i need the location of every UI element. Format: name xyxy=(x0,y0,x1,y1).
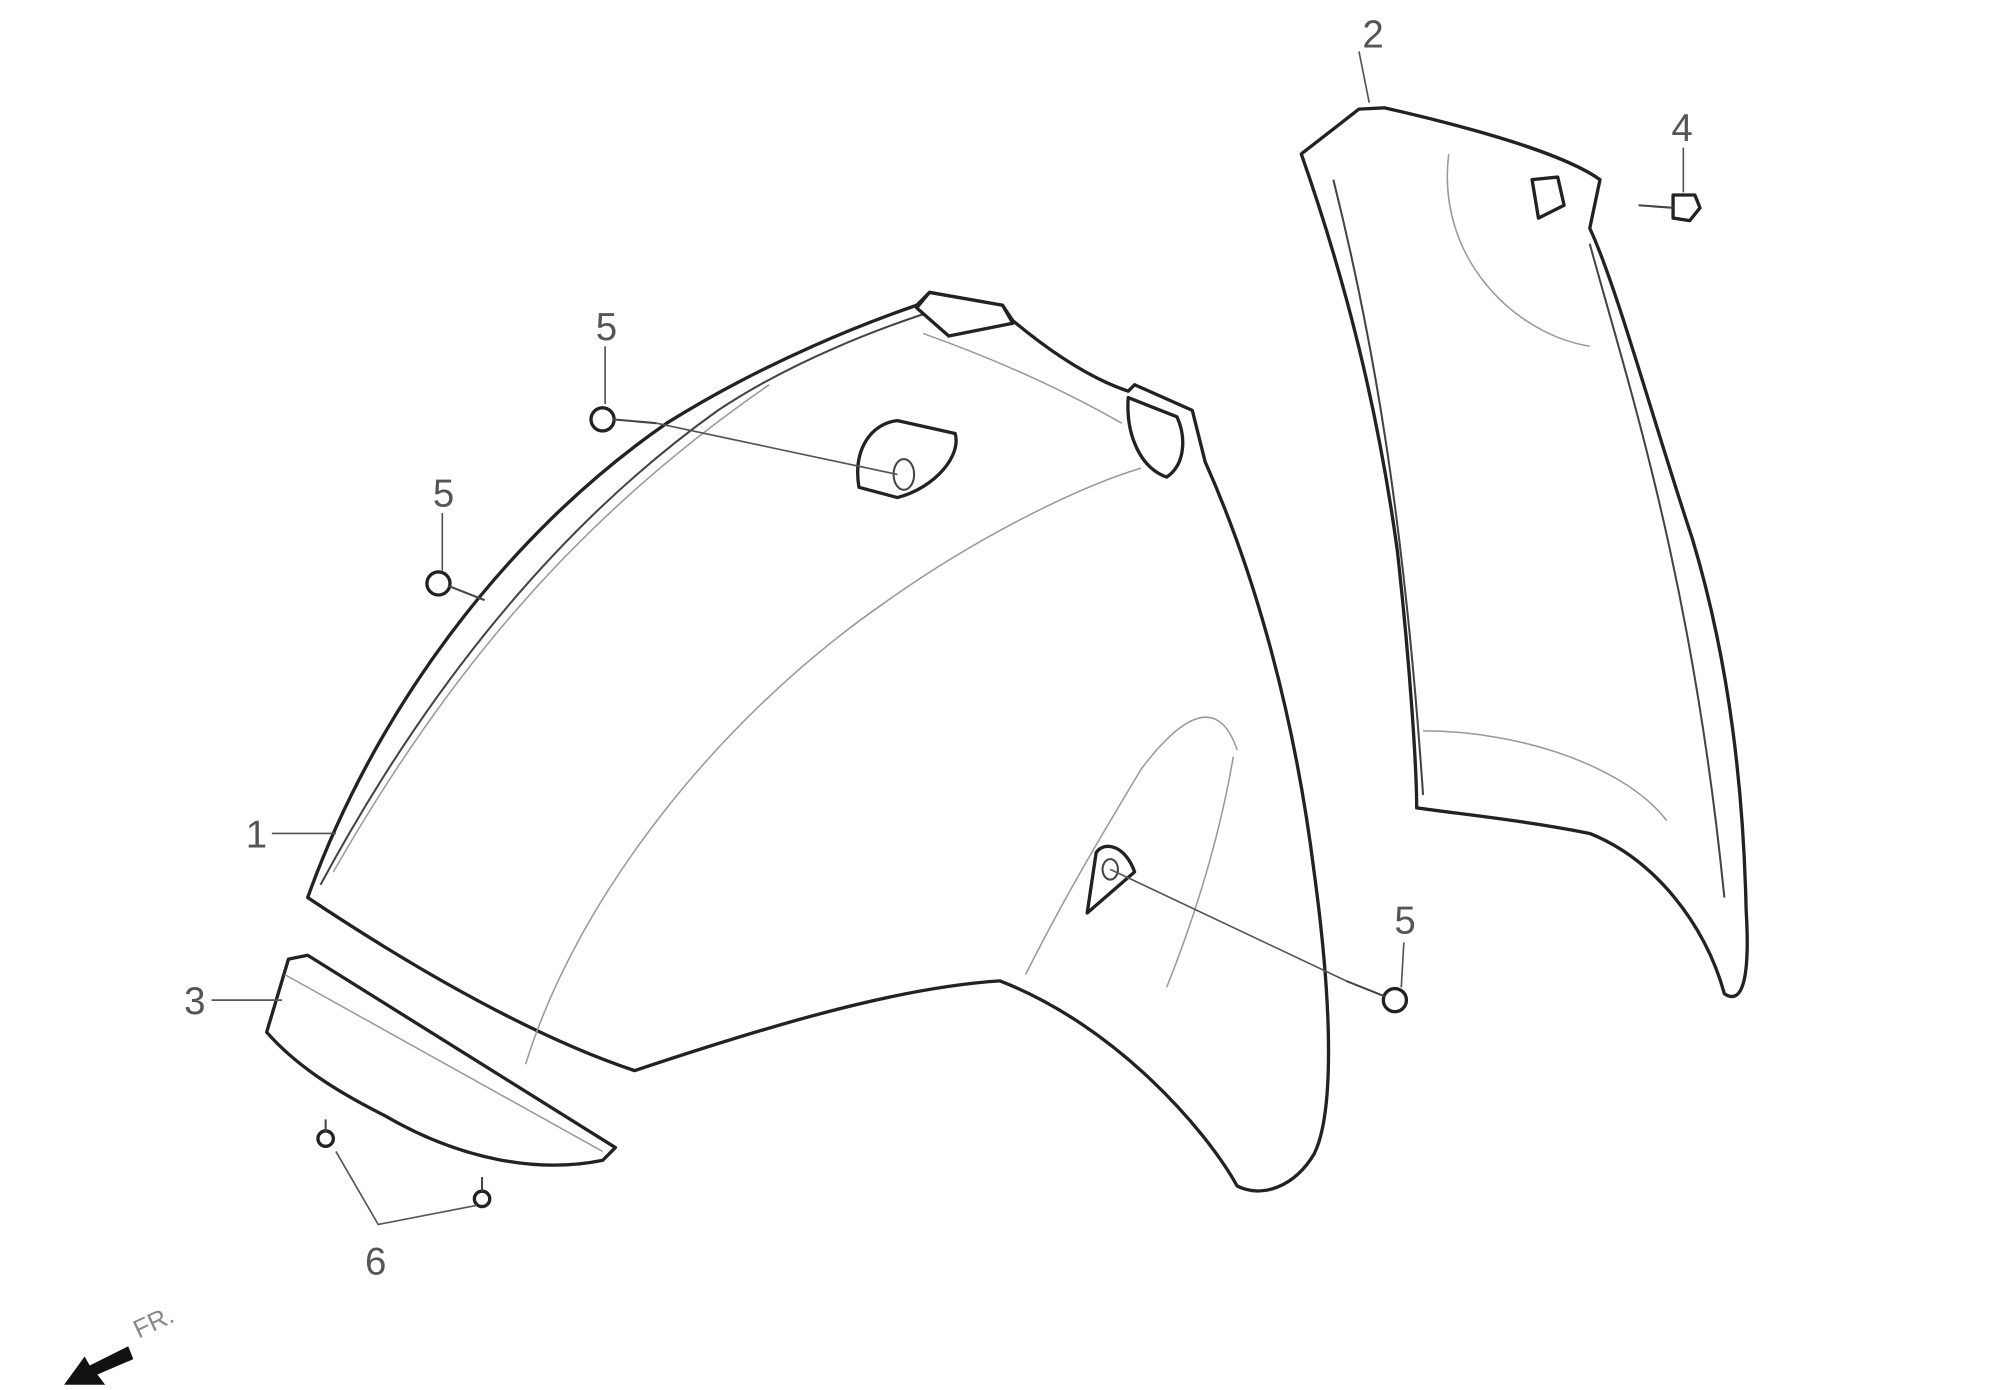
callout-5-right: 5 xyxy=(1394,899,1415,942)
front-direction-label: FR. xyxy=(129,1301,178,1344)
fender-trim-part-3 xyxy=(265,953,618,1167)
callout-6: 6 xyxy=(365,1240,386,1283)
screw-6-a xyxy=(316,1119,336,1148)
front-fender-part-1 xyxy=(306,290,1331,1193)
screw-5-right xyxy=(1345,979,1409,1014)
screw-6-b xyxy=(472,1177,492,1209)
leader-lines xyxy=(211,51,1685,1226)
callout-3: 3 xyxy=(184,980,205,1023)
callout-1: 1 xyxy=(246,814,267,857)
callout-5-left: 5 xyxy=(433,473,454,516)
callout-2: 2 xyxy=(1362,14,1383,57)
screw-5-left xyxy=(425,570,485,602)
callout-4: 4 xyxy=(1671,107,1692,150)
screw-5-top xyxy=(589,406,657,433)
inner-panel-part-2 xyxy=(1299,106,1749,999)
screw-4 xyxy=(1638,193,1702,223)
front-direction-arrow-icon xyxy=(64,1346,134,1385)
screws xyxy=(316,193,1702,1209)
callout-5-top: 5 xyxy=(596,306,617,349)
